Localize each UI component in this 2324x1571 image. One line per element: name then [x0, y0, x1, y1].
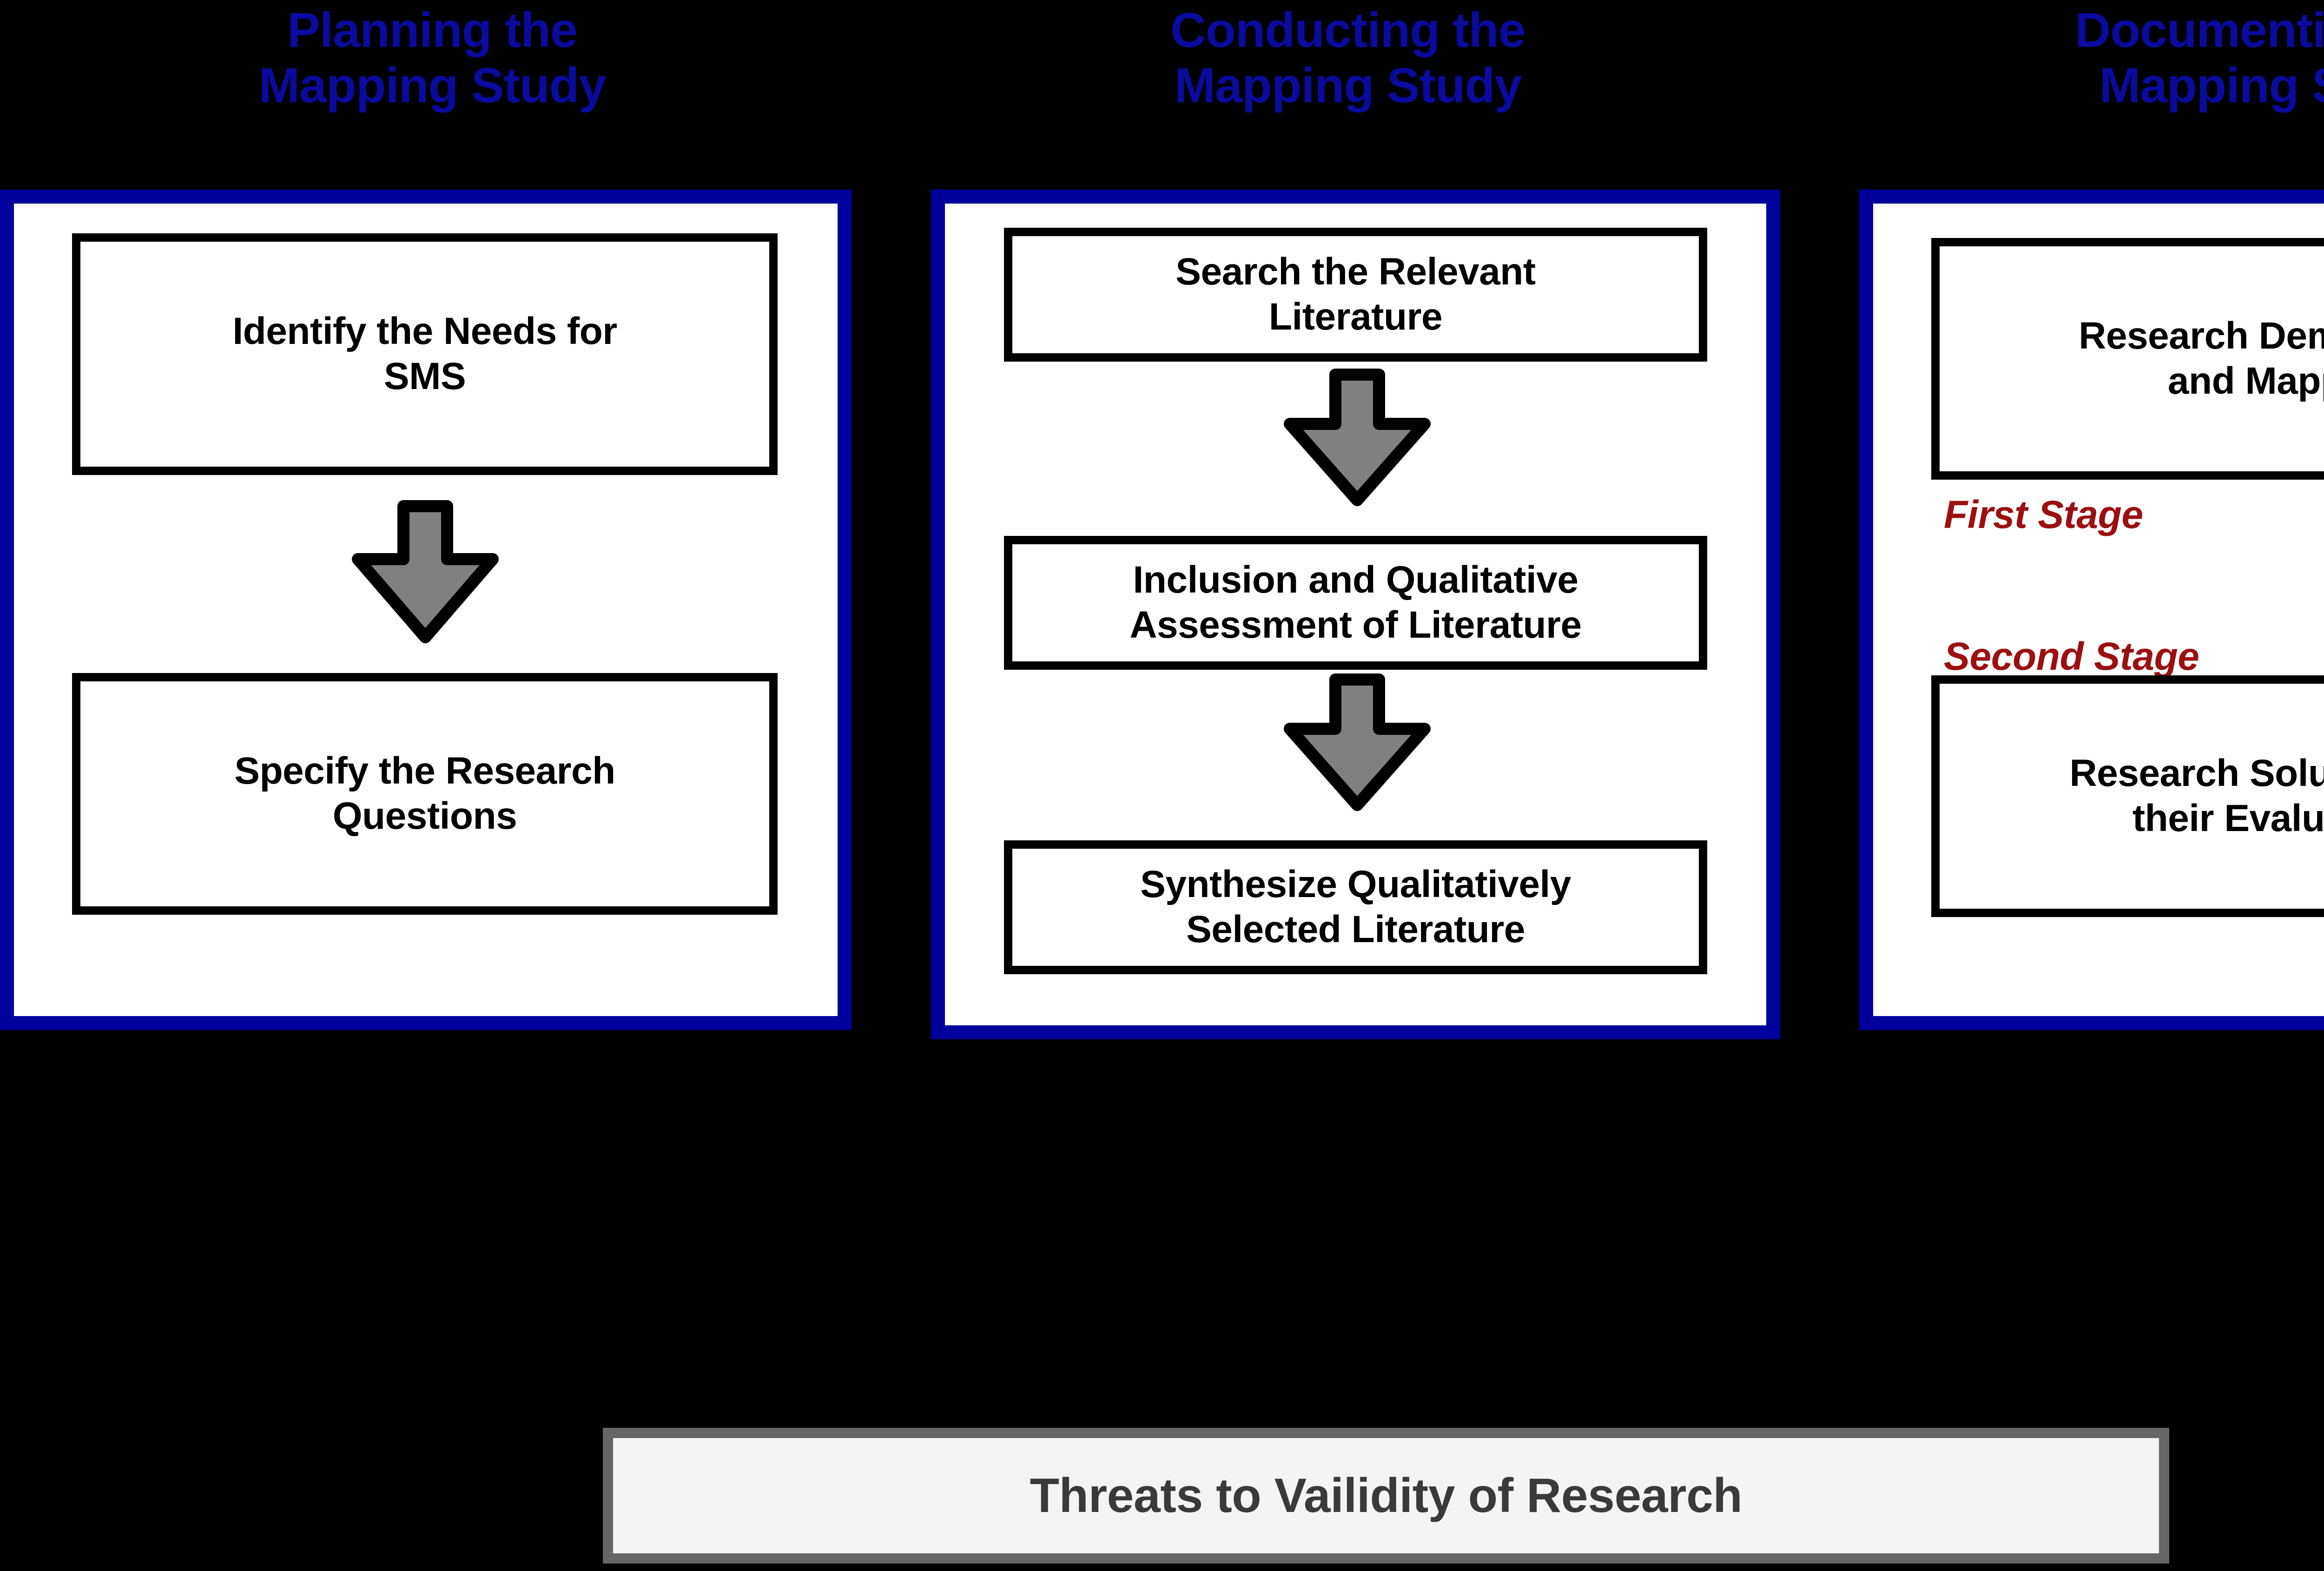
process-box-label: Research Solutions and their Evaluations [2069, 752, 2324, 839]
down-arrow-icon [349, 500, 502, 644]
process-box-label: Research Demography and Mapping [2079, 315, 2324, 402]
column-header-conducting: Conducting the Mapping Study [1170, 3, 1525, 113]
process-box-research-solutions[interactable]: Research Solutions and their Evaluations [1931, 675, 2324, 917]
process-box-label: Inclusion and Qualitative Assessment of … [1129, 559, 1582, 646]
process-box-research-demography[interactable]: Research Demography and Mapping [1931, 238, 2324, 480]
process-box-label: Identify the Needs for SMS [232, 310, 617, 397]
process-box-synthesize-literature[interactable]: Synthesize Qualitatively Selected Litera… [1004, 840, 1707, 974]
down-arrow-icon [1281, 673, 1434, 812]
process-box-search-literature[interactable]: Search the Relevant Literature [1004, 228, 1707, 362]
process-box-inclusion-assessment[interactable]: Inclusion and Qualitative Assessment of … [1004, 536, 1707, 670]
process-box-specify-questions[interactable]: Specify the Research Questions [72, 673, 778, 915]
process-box-label: Synthesize Qualitatively Selected Litera… [1140, 863, 1571, 951]
stage-label-second: Second Stage [1944, 634, 2199, 678]
column-header-documenting: Documenting the Mapping Study [2075, 3, 2324, 113]
banner-label: Threats to Vailidity of Research [1030, 1468, 1743, 1523]
down-arrow-icon [1281, 368, 1434, 507]
column-header-planning: Planning the Mapping Study [258, 3, 607, 113]
process-box-label: Search the Relevant Literature [1175, 251, 1536, 338]
process-box-label: Specify the Research Questions [234, 750, 615, 837]
process-box-identify-needs[interactable]: Identify the Needs for SMS [72, 233, 778, 475]
threats-to-validity-banner[interactable]: Threats to Vailidity of Research [603, 1428, 2169, 1564]
stage-label-first: First Stage [1944, 493, 2143, 536]
